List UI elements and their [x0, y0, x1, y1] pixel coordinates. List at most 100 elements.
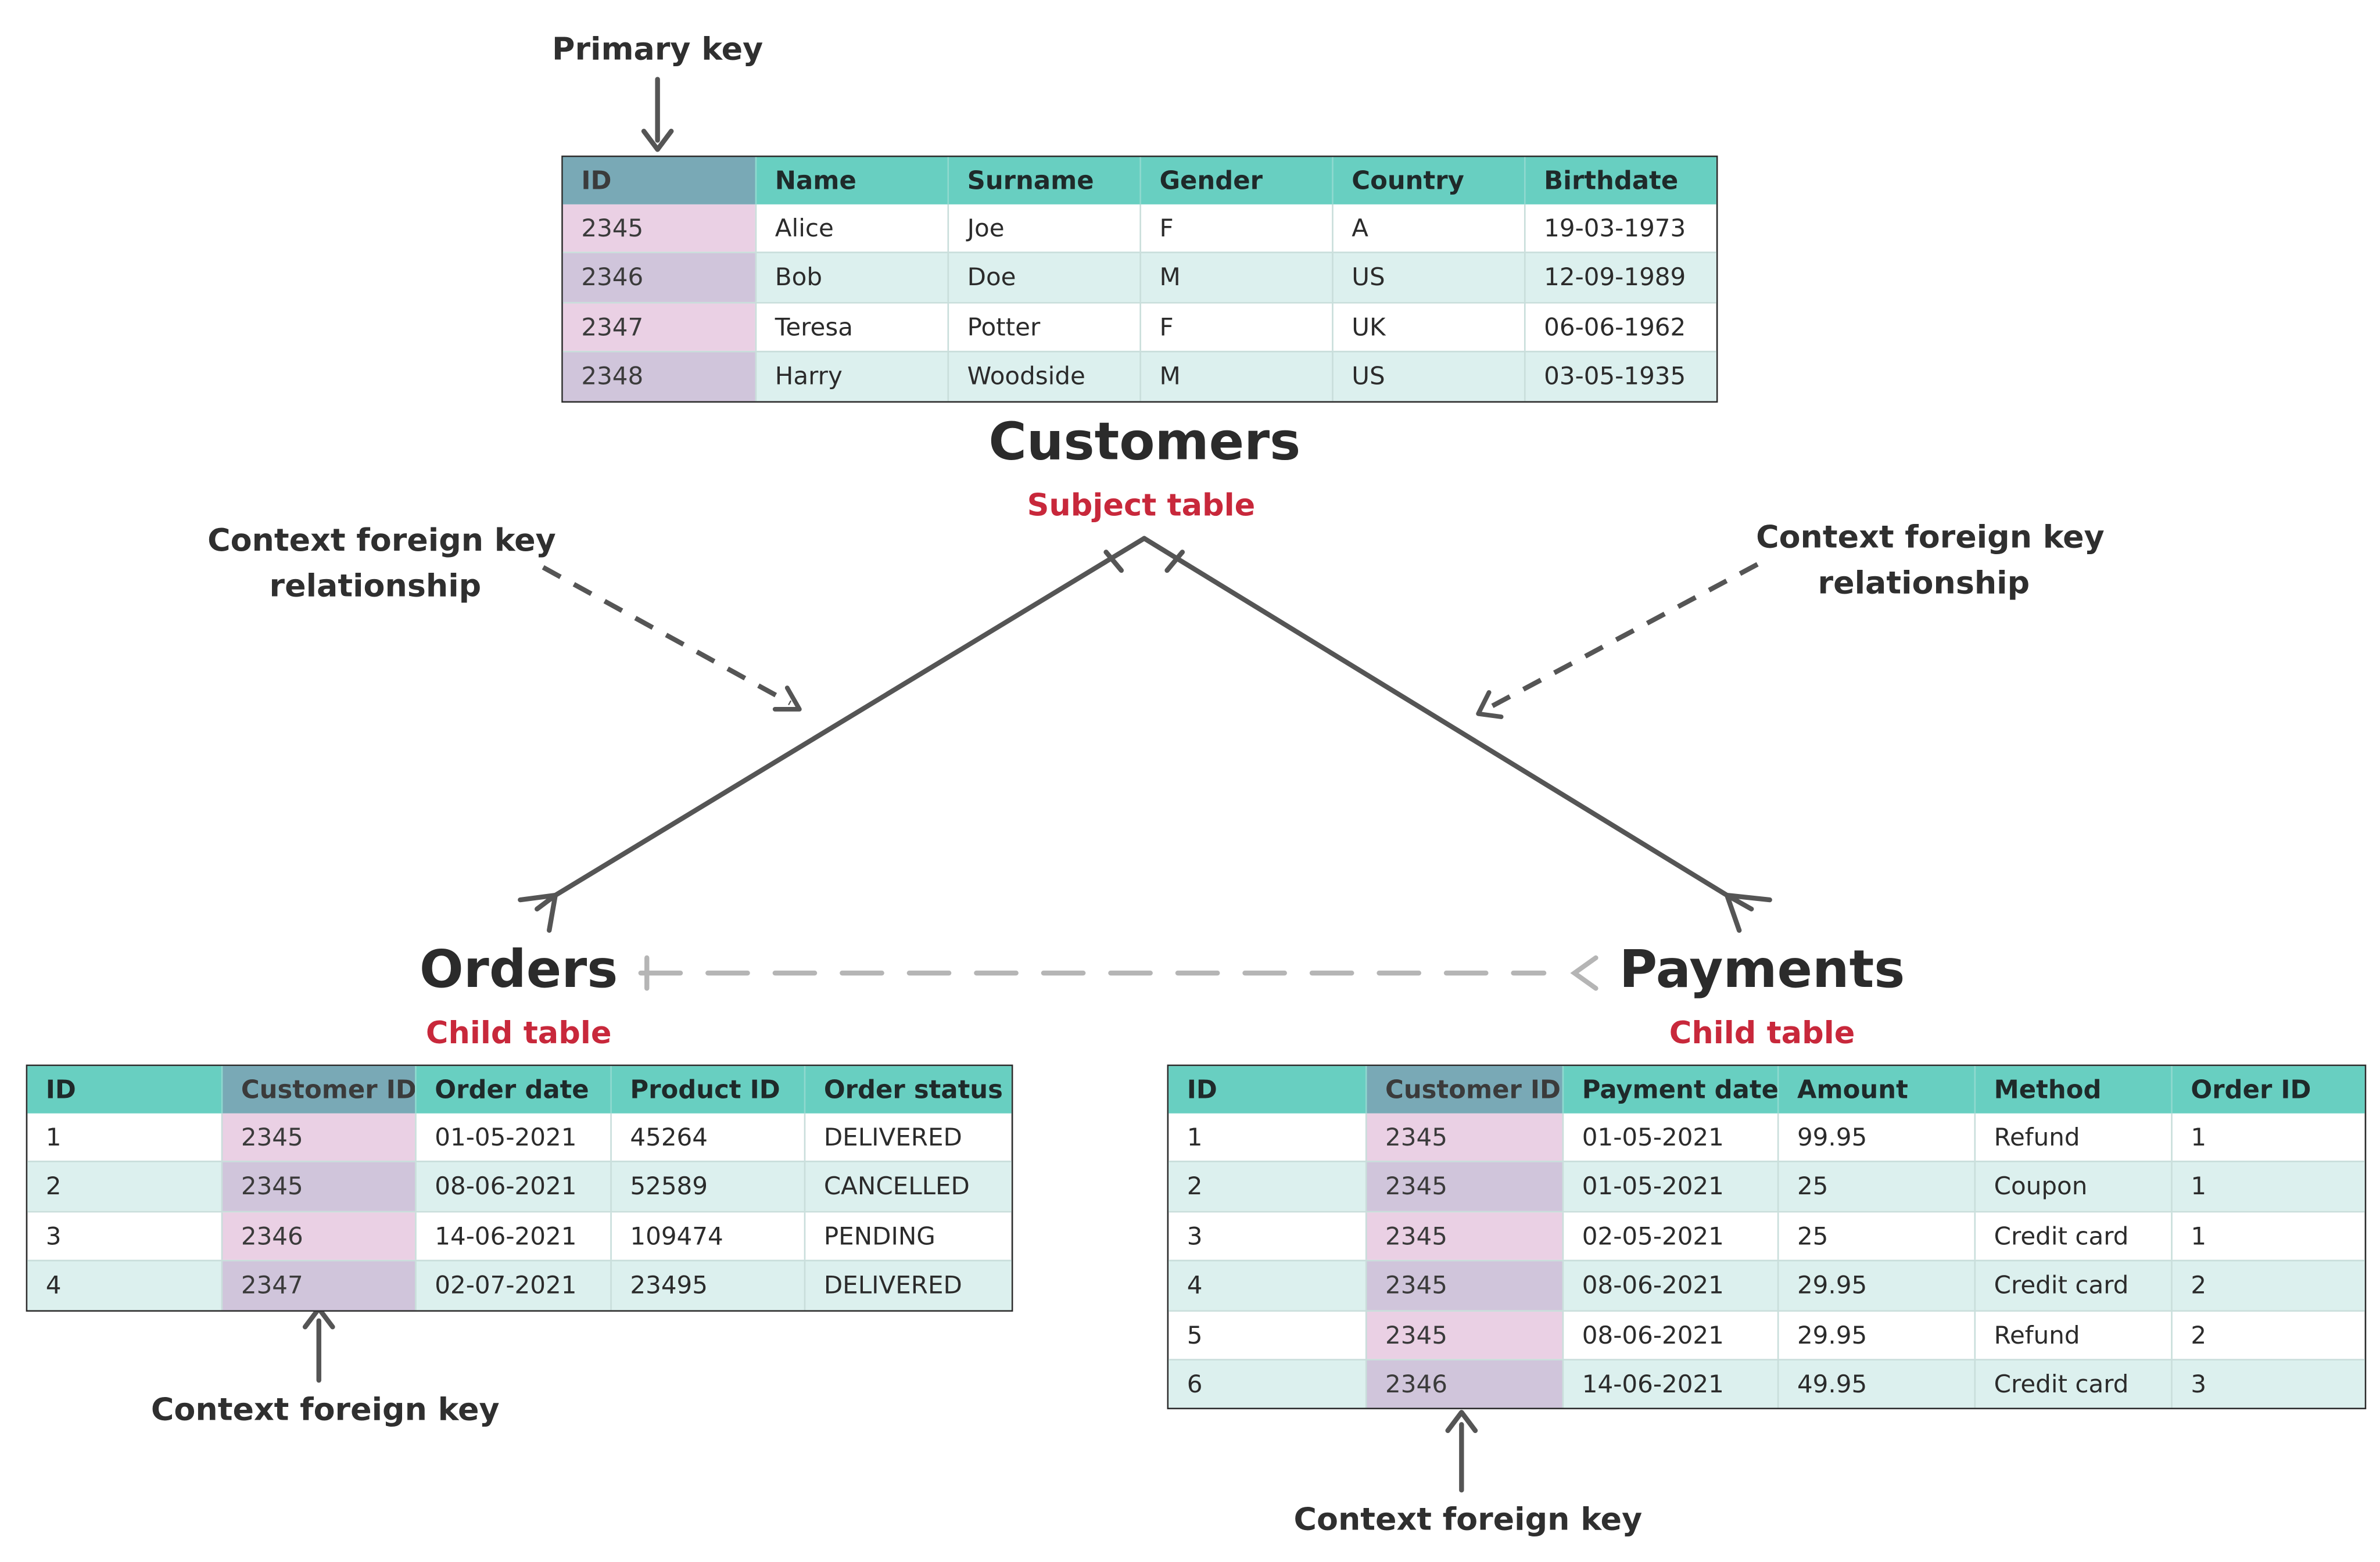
- left-relationship-label: Context foreign key relationship: [207, 517, 556, 609]
- customers-cell: M: [1139, 352, 1332, 401]
- orders-col-header: ID: [45, 1075, 76, 1104]
- customers-cell: 2345: [562, 204, 755, 253]
- payments-title: Payments: [1619, 939, 1905, 1001]
- payments-cell: 1: [2171, 1212, 2364, 1261]
- left-relationship-annotation-arrow: [542, 565, 792, 706]
- orders-cell: DELIVERED: [804, 1261, 1012, 1310]
- payments-col-header: ID: [1187, 1075, 1217, 1104]
- orders-cell: 2347: [221, 1261, 415, 1310]
- payments-cell: 1: [1187, 1122, 1203, 1152]
- left-annotation-arrowhead: [772, 685, 802, 712]
- customers-cell: 12-09-1989: [1524, 253, 1716, 302]
- payments-col-header: Order ID: [2171, 1066, 2364, 1114]
- orders-cell: DELIVERED: [804, 1113, 1012, 1162]
- customers-cell: 06-06-1962: [1524, 303, 1716, 351]
- payments-cell: 99.95: [1777, 1113, 1974, 1162]
- customers-cell: A: [1332, 204, 1524, 253]
- payments-cell: 6: [1187, 1369, 1203, 1399]
- orders-col-header: Product ID: [610, 1066, 804, 1114]
- payments-context-fk-label: Context foreign key: [1293, 1500, 1643, 1538]
- right-relationship-label-line1: Context foreign key: [1756, 518, 2105, 555]
- orders-cell: 14-06-2021: [415, 1212, 610, 1261]
- orders-cell: 23495: [610, 1261, 804, 1310]
- orders-cell: 1: [45, 1122, 62, 1152]
- customers-cell: Potter: [947, 303, 1139, 351]
- customers-payments-relationship-line: [1141, 536, 1730, 898]
- payments-crows-foot: [1724, 893, 1772, 933]
- payments-cell: 1: [2171, 1162, 2364, 1211]
- orders-crows-foot: [518, 893, 558, 933]
- orders-cell: 2: [45, 1172, 62, 1201]
- customers-cell: 2346: [562, 253, 755, 302]
- payments-cell: 2: [1187, 1172, 1203, 1201]
- payments-cell: 1: [2171, 1113, 2364, 1162]
- customers-col-header: ID: [562, 157, 755, 204]
- customers-cell: Woodside: [947, 352, 1139, 401]
- payments-cell: 5: [1187, 1320, 1203, 1349]
- customers-cell: 19-03-1973: [1524, 204, 1716, 253]
- orders-cell: 2345: [221, 1113, 415, 1162]
- payments-fk-arrowhead: [1445, 1410, 1478, 1434]
- payments-col-header: Payment date: [1562, 1066, 1777, 1114]
- orders-cell: 3: [45, 1221, 62, 1251]
- orders-cell: PENDING: [804, 1212, 1012, 1261]
- payments-cell: 08-06-2021: [1562, 1310, 1777, 1359]
- payments-cell: Refund: [1974, 1113, 2171, 1162]
- orders-cell: 45264: [610, 1113, 804, 1162]
- payments-cell: 2345: [1365, 1261, 1562, 1310]
- payments-cell: 2345: [1365, 1310, 1562, 1359]
- payments-cell: 49.95: [1777, 1360, 1974, 1409]
- customers-col-header: Surname: [947, 157, 1139, 204]
- orders-cell: 02-07-2021: [415, 1261, 610, 1310]
- orders-cell: 4: [45, 1270, 62, 1300]
- payments-cell: Coupon: [1974, 1162, 2171, 1211]
- payments-col-header: Customer ID: [1365, 1066, 1562, 1114]
- payments-cell: 01-05-2021: [1562, 1113, 1777, 1162]
- payments-cell: 02-05-2021: [1562, 1212, 1777, 1261]
- orders-cell: 2346: [221, 1212, 415, 1261]
- customers-cell: US: [1332, 253, 1524, 302]
- payments-cell: 3: [1187, 1221, 1203, 1251]
- payments-cell: Credit card: [1974, 1360, 2171, 1409]
- customers-cell: 03-05-1935: [1524, 352, 1716, 401]
- customers-cell: F: [1139, 204, 1332, 253]
- customers-orders-relationship-line: [553, 536, 1147, 898]
- payments-cell: Refund: [1974, 1310, 2171, 1359]
- orders-cell: CANCELLED: [804, 1162, 1012, 1211]
- payments-cell: 2345: [1365, 1113, 1562, 1162]
- customers-cell: Harry: [755, 352, 948, 401]
- customers-cell: Bob: [755, 253, 948, 302]
- customers-cell: US: [1332, 352, 1524, 401]
- payments-cell: 2: [2171, 1261, 2364, 1310]
- customers-cell: Teresa: [755, 303, 948, 351]
- customers-col-header: Name: [755, 157, 948, 204]
- customers-cell: Joe: [947, 204, 1139, 253]
- customers-subtitle: Subject table: [1027, 486, 1256, 523]
- customers-cell: 2348: [562, 352, 755, 401]
- payments-col-header: Amount: [1777, 1066, 1974, 1114]
- primary-key-label: Primary key: [552, 30, 764, 67]
- payments-cell: Credit card: [1974, 1261, 2171, 1310]
- customers-cell: Doe: [947, 253, 1139, 302]
- customers-col-header: Country: [1332, 157, 1524, 204]
- payments-cell: 4: [1187, 1270, 1203, 1300]
- payments-subtitle: Child table: [1669, 1014, 1855, 1051]
- orders-cell: 2345: [221, 1162, 415, 1211]
